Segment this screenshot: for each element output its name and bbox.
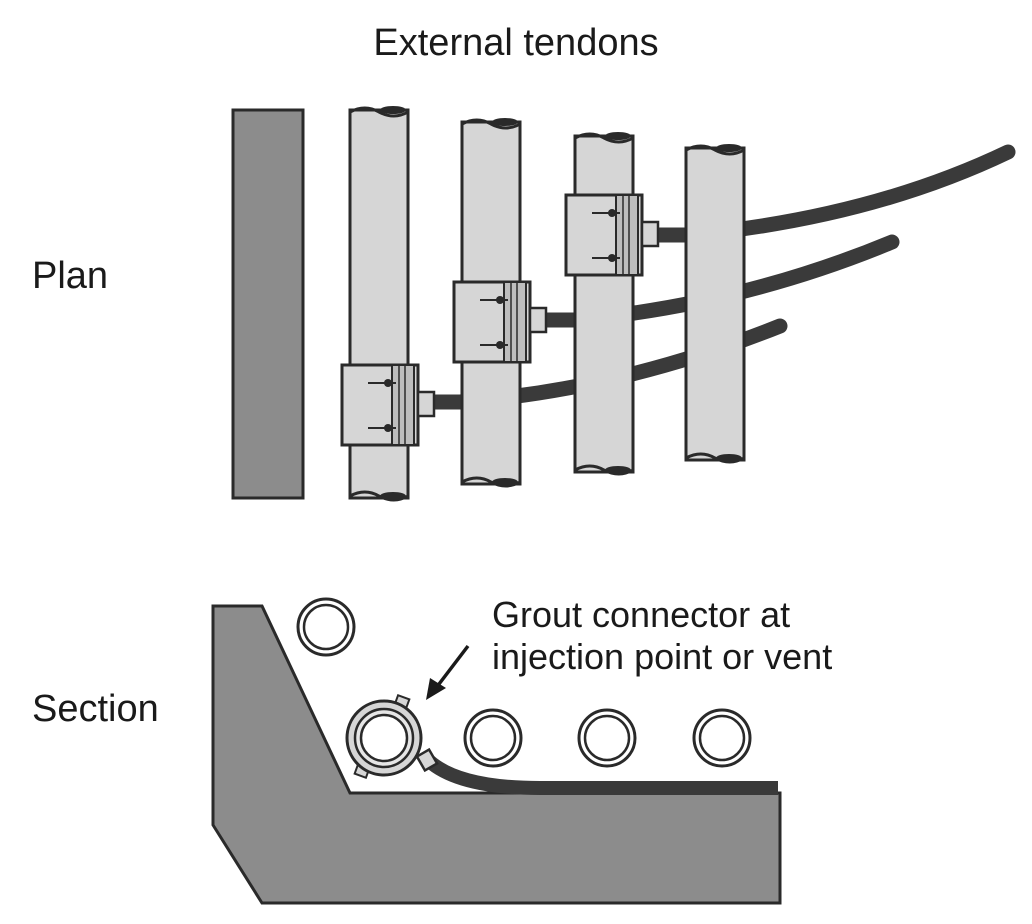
- section-concrete: [211, 604, 782, 905]
- annotation-arrow: [426, 644, 470, 700]
- section-duct-3: [577, 708, 637, 768]
- plan-concrete-wall: [231, 108, 305, 500]
- annotation-line-1: Grout connector at: [492, 594, 791, 635]
- diagram-title: External tendons: [373, 22, 659, 64]
- section-coupled-duct: [345, 693, 439, 780]
- section-duct-top: [296, 597, 356, 657]
- plan-view: [231, 106, 1016, 502]
- plan-duct-4: [684, 144, 746, 464]
- plan-coupler-2: [452, 280, 548, 364]
- section-duct-4: [692, 708, 752, 768]
- plan-duct-3: [573, 132, 635, 476]
- plan-coupler-3: [564, 193, 660, 277]
- annotation-line-2: injection point or vent: [492, 636, 833, 677]
- plan-label: Plan: [32, 255, 109, 297]
- plan-coupler-1: [340, 363, 436, 447]
- section-duct-2: [463, 708, 523, 768]
- section-label: Section: [32, 688, 159, 730]
- section-view: [211, 597, 782, 905]
- grout-connector-annotation: Grout connector at injection point or ve…: [492, 594, 832, 678]
